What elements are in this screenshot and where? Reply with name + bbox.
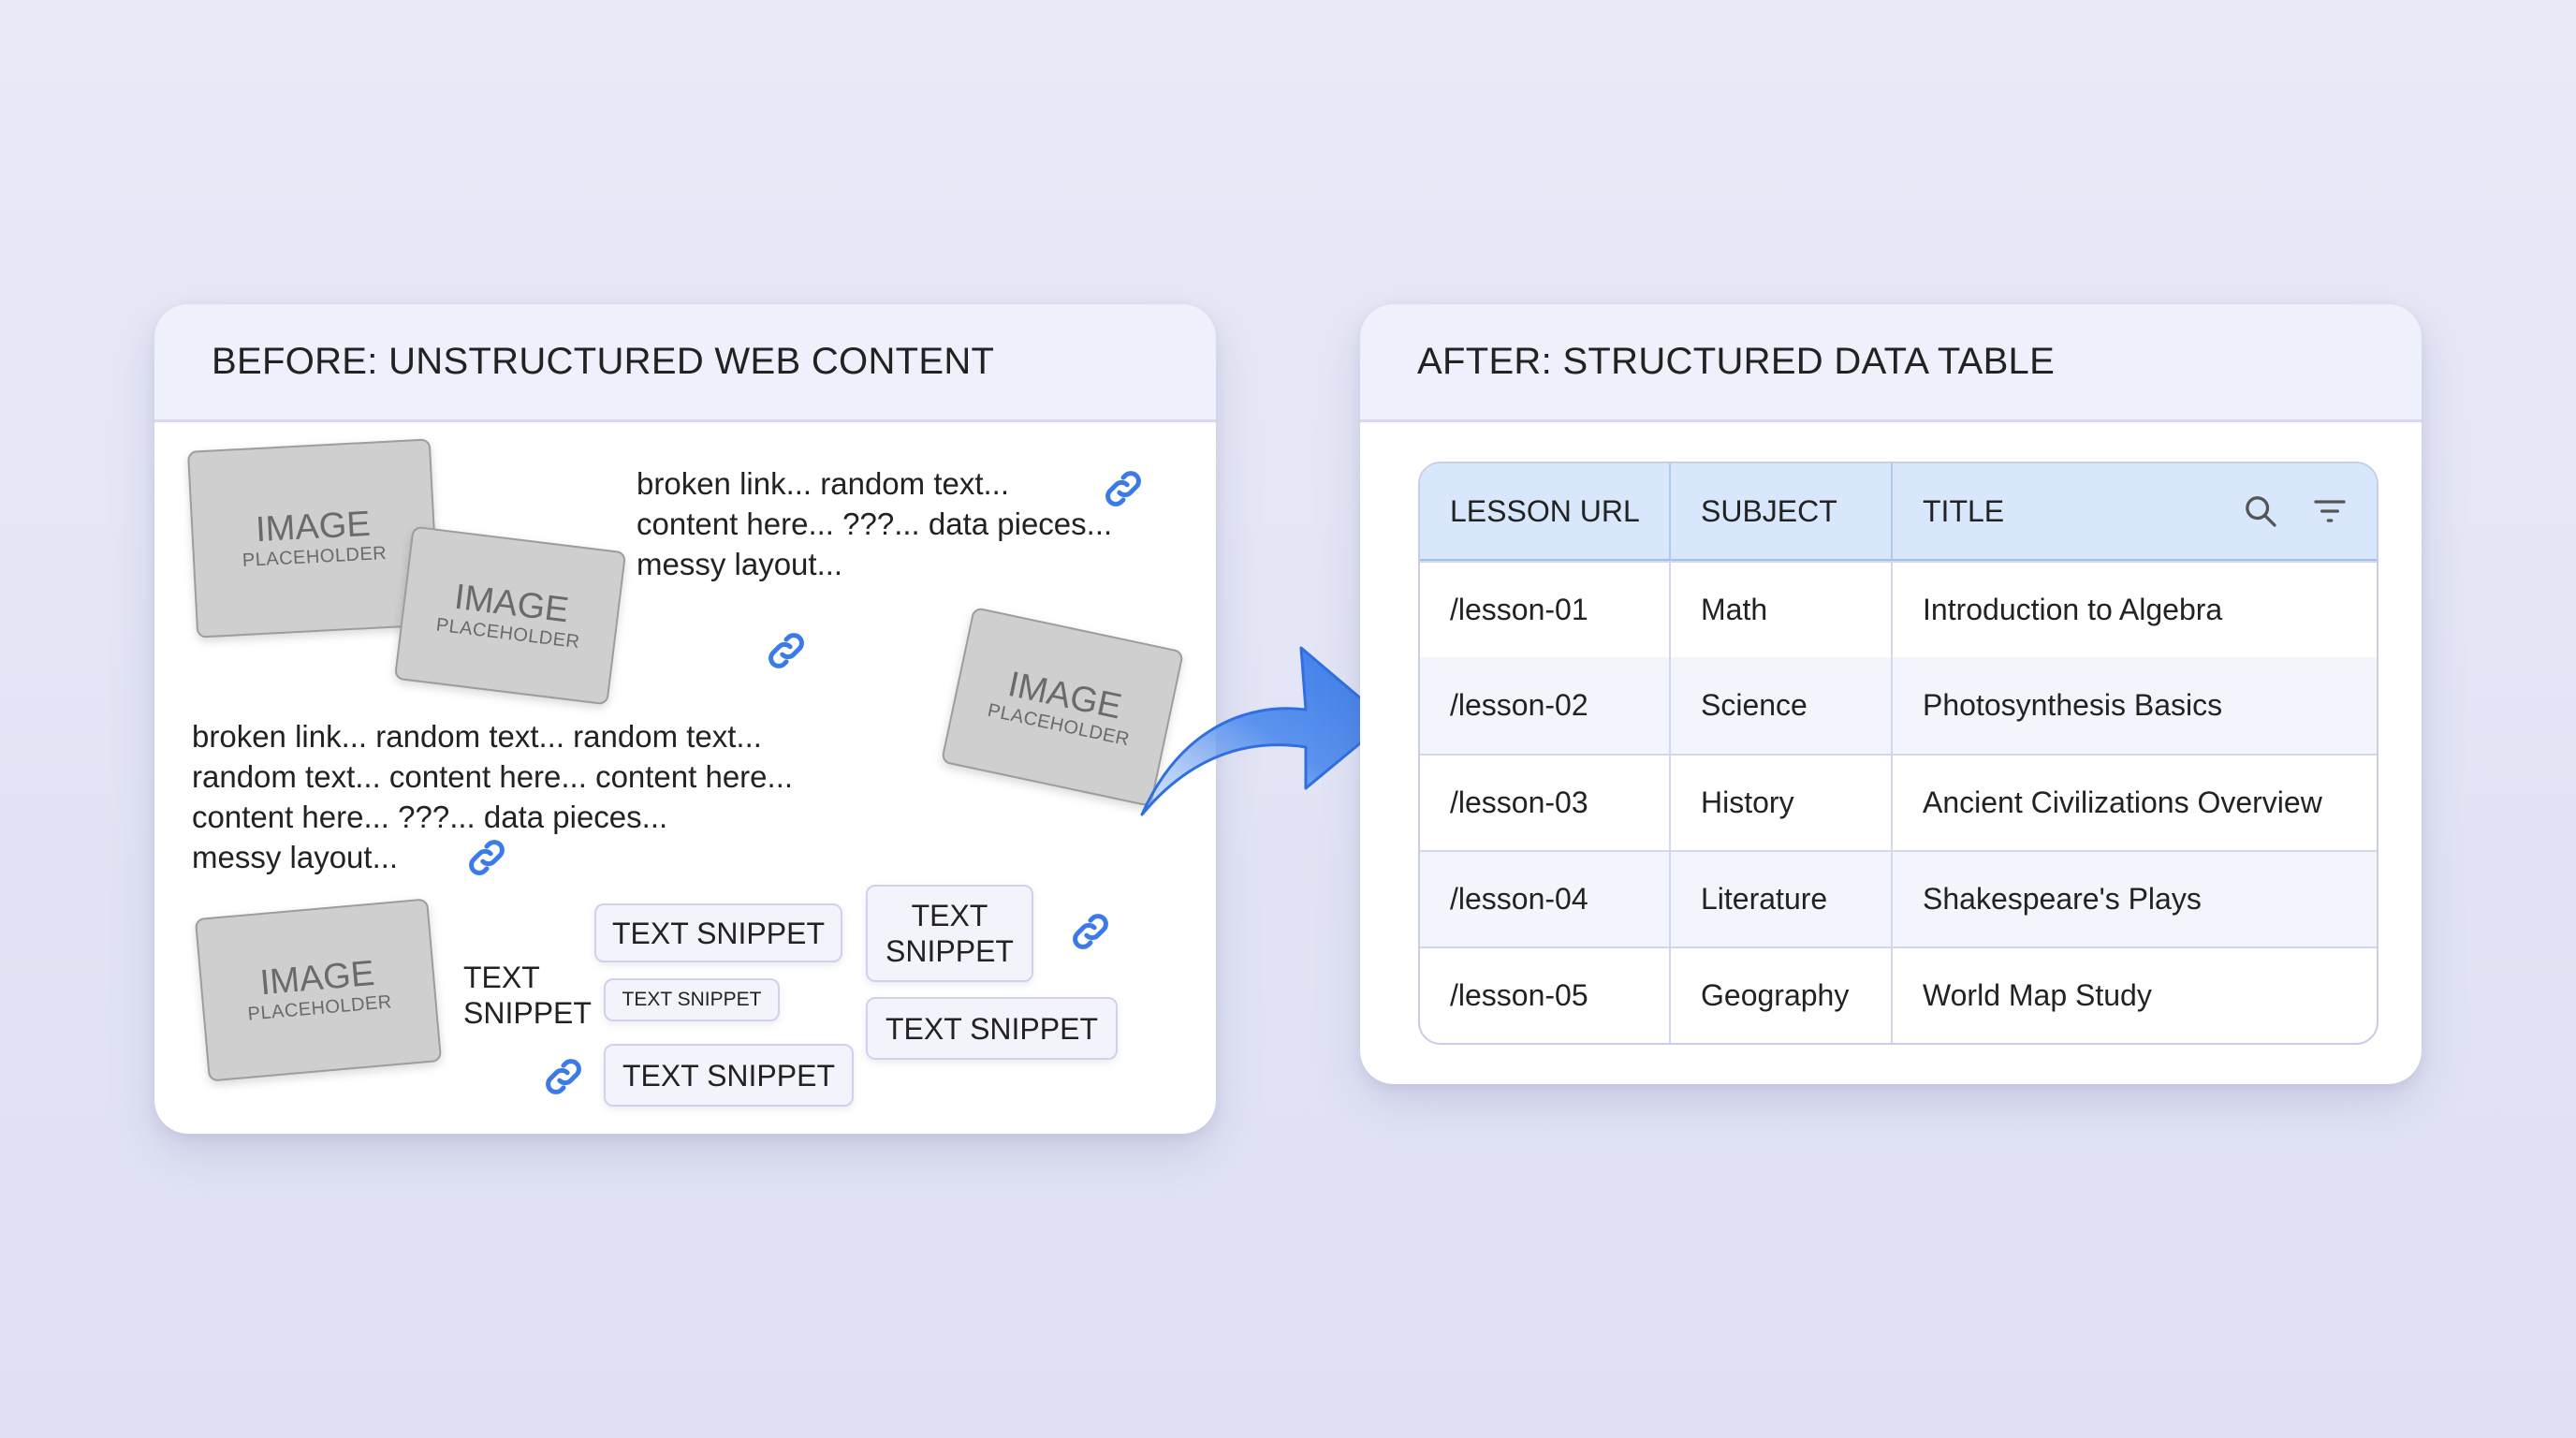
text-snippet: TEXT SNIPPET [866, 885, 1033, 982]
column-header-lesson-url[interactable]: LESSON URL [1420, 463, 1671, 561]
snippet-label: TEXT SNIPPET [611, 916, 825, 950]
snippet-label: TEXT SNIPPET [885, 1011, 1098, 1046]
cell-lesson-url: /lesson-02 [1420, 657, 1671, 754]
cell-subject: Math [1671, 561, 1893, 657]
text-line: content here... ???... data pieces... [192, 800, 668, 834]
after-card: AFTER: STRUCTURED DATA TABLE LESSON URL … [1360, 304, 2422, 1084]
text-snippet: TEXT SNIPPET [594, 903, 842, 962]
cell-lesson-url: /lesson-01 [1420, 561, 1671, 657]
link-icon [1073, 914, 1108, 949]
text-line: broken link... random text... [637, 466, 1010, 501]
text-line: random text... content here... content h… [192, 759, 794, 794]
link-icon [546, 1059, 581, 1094]
text-block-1: broken link... random text... content he… [637, 463, 1112, 584]
cell-lesson-url: /lesson-04 [1420, 850, 1671, 946]
link-icon [768, 633, 804, 668]
before-title: BEFORE: UNSTRUCTURED WEB CONTENT [154, 304, 1216, 422]
link-icon [1105, 471, 1141, 506]
snippet-label: TEXT SNIPPET [622, 1058, 835, 1093]
cell-lesson-url: /lesson-03 [1420, 754, 1671, 850]
snippet-label: TEXT SNIPPET [622, 989, 762, 1010]
text-snippet: TEXT SNIPPET [866, 997, 1118, 1060]
image-placeholder: IMAGE PLACEHOLDER [393, 525, 627, 706]
column-header-title-label: TITLE [1923, 493, 2005, 528]
cell-subject: Science [1671, 657, 1893, 754]
text-snippet-small: TEXT SNIPPET [604, 978, 780, 1021]
before-card: BEFORE: UNSTRUCTURED WEB CONTENT IMAGE P… [154, 304, 1216, 1134]
image-placeholder: IMAGE PLACEHOLDER [194, 898, 443, 1082]
text-line: messy layout... [192, 840, 399, 874]
column-header-subject[interactable]: SUBJECT [1671, 463, 1893, 561]
cell-subject: History [1671, 754, 1893, 850]
cell-subject: Geography [1671, 946, 1893, 1043]
cell-title: Ancient Civilizations Overview [1893, 754, 2377, 850]
filter-icon[interactable] [2311, 492, 2349, 530]
text-line: broken link... random text... random tex… [192, 719, 762, 754]
search-icon[interactable] [2242, 492, 2279, 530]
cell-lesson-url: /lesson-05 [1420, 946, 1671, 1043]
text-line: SNIPPET [463, 996, 592, 1030]
link-icon [469, 840, 505, 875]
text-block-2: broken link... random text... random tex… [192, 716, 793, 877]
cell-title: Introduction to Algebra [1893, 561, 2377, 657]
column-header-title[interactable]: TITLE [1893, 463, 2377, 561]
after-title: AFTER: STRUCTURED DATA TABLE [1360, 304, 2422, 422]
table-header-row: LESSON URL SUBJECT TITLE [1420, 463, 2377, 561]
snippet-label: SNIPPET [886, 934, 1014, 968]
image-label: IMAGE [255, 504, 372, 550]
cell-title: Shakespeare's Plays [1893, 850, 2377, 946]
cell-title: World Map Study [1893, 946, 2377, 1043]
text-line: messy layout... [637, 547, 843, 581]
text-snippet-plain: TEXT SNIPPET [463, 960, 592, 1031]
cell-title: Photosynthesis Basics [1893, 657, 2377, 754]
transform-arrow-icon [1140, 646, 1389, 816]
text-line: content here... ???... data pieces... [637, 506, 1113, 541]
text-line: TEXT [463, 961, 540, 994]
snippet-label: TEXT [911, 899, 988, 932]
text-snippet: TEXT SNIPPET [604, 1044, 854, 1107]
cell-subject: Literature [1671, 850, 1893, 946]
